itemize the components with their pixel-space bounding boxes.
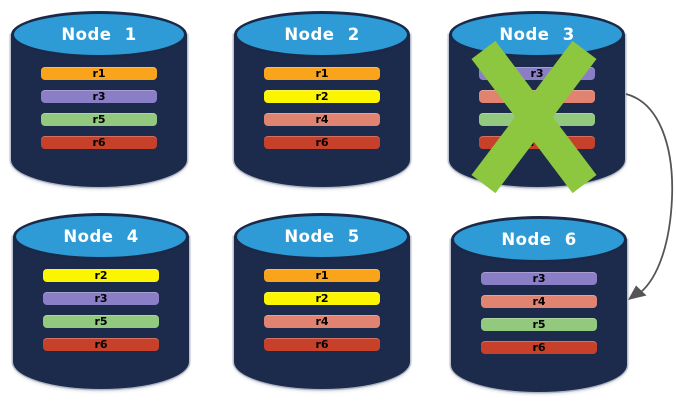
replica-bar: r4 <box>481 295 597 308</box>
replica-bar: r4 <box>264 315 380 328</box>
replica-bar: r5 <box>481 318 597 331</box>
node-title: Node 4 <box>63 227 139 246</box>
cylinder-top: Node 2 <box>234 11 410 58</box>
node-6-cylinder: Node 6 r3 r4 r5 r6 <box>451 216 627 392</box>
replica-bar: r2 <box>43 269 159 282</box>
node-4-cylinder: Node 4 r2 r3 r5 r6 <box>13 213 189 389</box>
replica-bar: r6 <box>264 136 380 149</box>
replica-bar: r3 <box>481 272 597 285</box>
replica-bar: r6 <box>41 136 157 149</box>
node-1-cylinder: Node 1 r1 r3 r5 r6 <box>11 11 187 187</box>
replica-bar: r1 <box>264 269 380 282</box>
replica-bar: r3 <box>43 292 159 305</box>
cylinder-body <box>234 35 410 187</box>
node-2-cylinder: Node 2 r1 r2 r4 r6 <box>234 11 410 187</box>
node-title: Node 2 <box>284 25 360 44</box>
cylinder-top: Node 5 <box>234 213 410 260</box>
cylinder-top: Node 6 <box>451 216 627 263</box>
replica-bar: r3 <box>41 90 157 103</box>
node-title: Node 5 <box>284 227 360 246</box>
replica-bar: r1 <box>41 67 157 80</box>
node-5-cylinder: Node 5 r1 r2 r4 r6 <box>234 213 410 389</box>
failover-arrow-curve <box>625 93 674 293</box>
cylinder-top: Node 3 <box>449 11 625 58</box>
replica-bar: r4 <box>264 113 380 126</box>
cylinder-body <box>451 240 627 392</box>
replica-bar: r2 <box>264 292 380 305</box>
replica-bar: r6 <box>264 338 380 351</box>
node-3-cylinder: Node 3 r3 r4 r5 r6 <box>449 11 625 194</box>
node-title: Node 3 <box>499 25 575 44</box>
replica-bar: r1 <box>264 67 380 80</box>
replica-bar: r6 <box>43 338 159 351</box>
node-title: Node 1 <box>61 25 137 44</box>
cylinder-body <box>234 237 410 389</box>
replica-bar: r5 <box>41 113 157 126</box>
cylinder-top: Node 1 <box>11 11 187 58</box>
replica-bar: r6 <box>481 341 597 354</box>
cylinder-body <box>13 237 189 389</box>
replica-bar: r5 <box>43 315 159 328</box>
replica-bar: r2 <box>264 90 380 103</box>
node-title: Node 6 <box>501 230 577 249</box>
cylinder-body <box>11 35 187 187</box>
cylinder-top: Node 4 <box>13 213 189 260</box>
failover-arrowhead-icon <box>628 285 647 300</box>
